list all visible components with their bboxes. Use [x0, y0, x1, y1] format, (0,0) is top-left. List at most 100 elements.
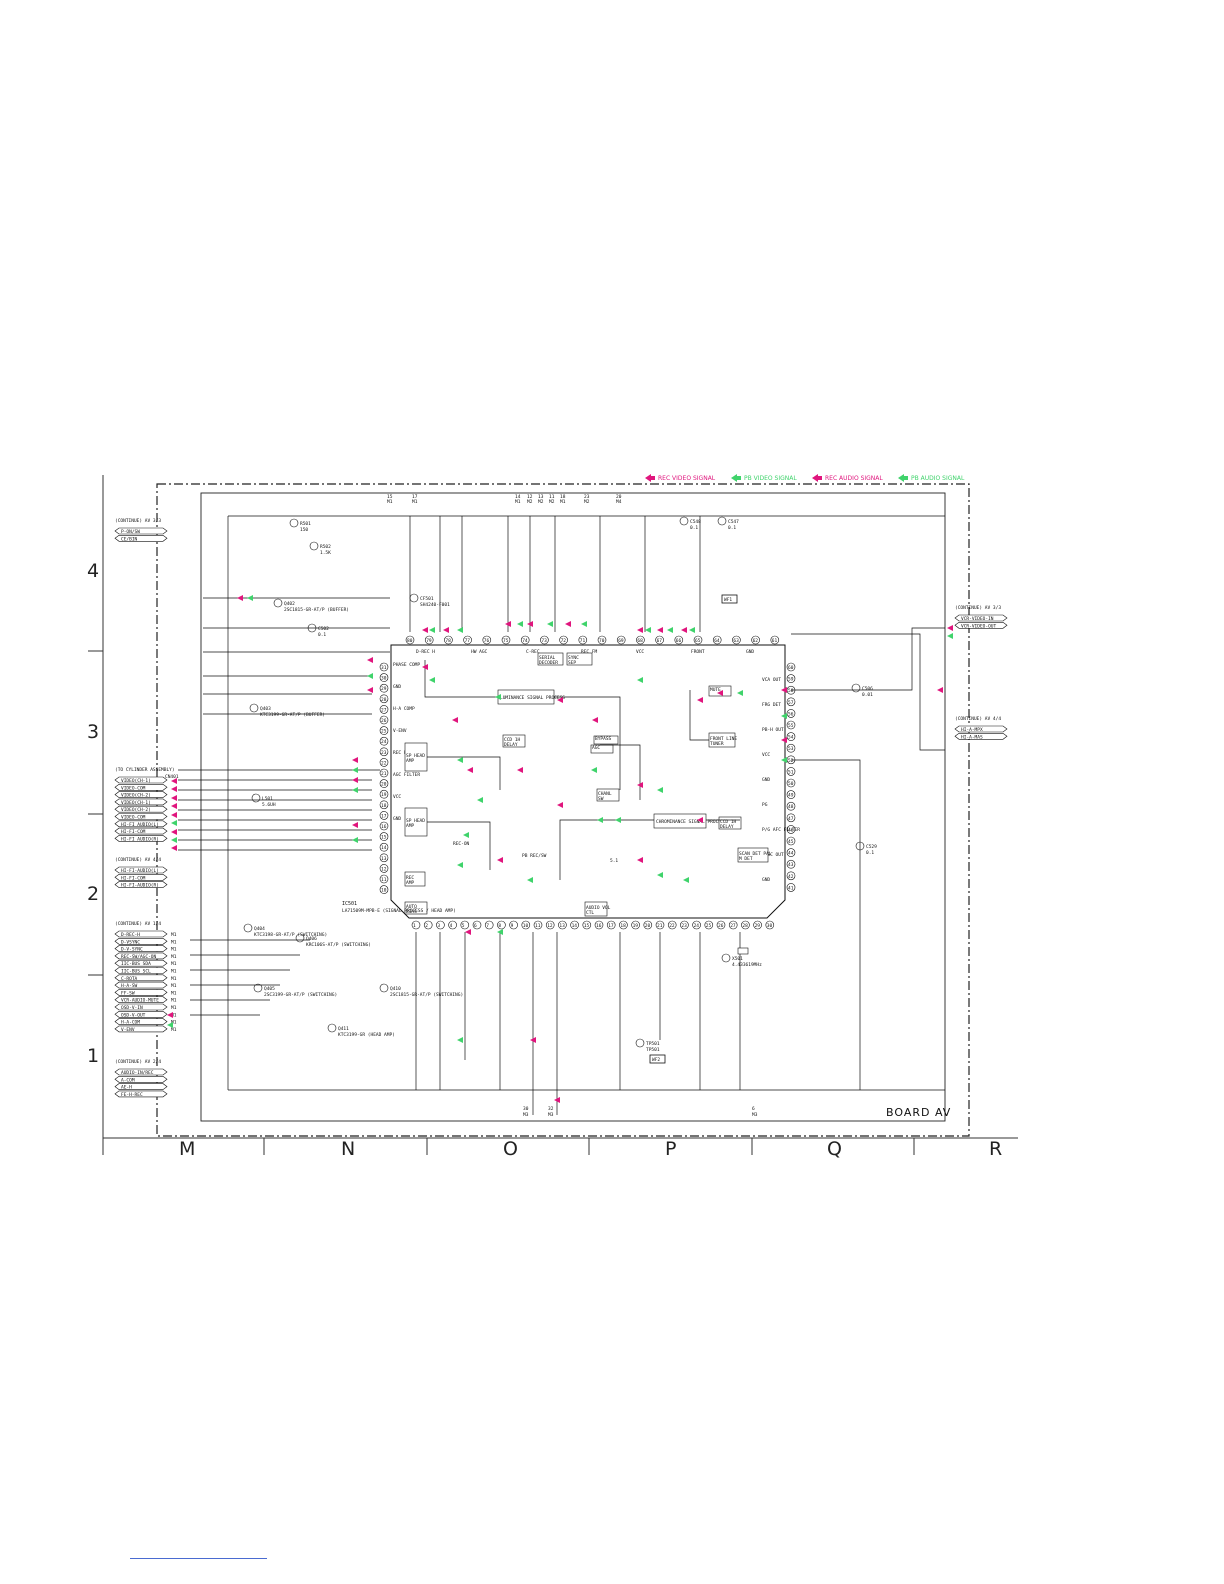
ic-pin-name: VCC [393, 794, 401, 800]
ic-pin-name: FRONT [691, 649, 705, 655]
component-symbol [717, 516, 727, 526]
ic-pin-name: REC FM [581, 649, 598, 655]
ic-block-label: AUDIO VOL [586, 905, 611, 911]
board-title: BOARD AV [886, 1106, 951, 1119]
ic-pin-number: 73 [541, 638, 547, 644]
ic-pin [379, 779, 389, 788]
left-connector-bottom-pin [114, 1090, 168, 1098]
ic-pin-number: 68 [637, 638, 643, 644]
rec-signal-arrow [557, 802, 563, 808]
pb-signal-arrow [352, 767, 358, 773]
ic-pin-number: 14 [381, 845, 387, 851]
ic-pin [606, 920, 616, 930]
ic-pin-number: 25 [381, 729, 387, 735]
ic-pin [482, 635, 492, 645]
grid-column-label: O [503, 1138, 518, 1160]
board-inner-border [200, 492, 946, 1122]
top-connector-ref: M4 [616, 499, 622, 505]
ic-pin-number: 62 [753, 638, 759, 644]
component-ref: L501 [262, 796, 273, 802]
ic-pin [655, 635, 664, 645]
rec-signal-arrow [171, 795, 177, 801]
ic-pin [786, 848, 796, 857]
rec-signal-arrow [557, 697, 563, 703]
ic-pin-number: 50 [788, 781, 794, 787]
ic-pin [379, 864, 389, 873]
pb-signal-arrow [737, 690, 743, 696]
ic-pin [786, 883, 796, 892]
ic-pin [704, 920, 714, 930]
left-connector-top-pin [114, 534, 168, 542]
control-connector-pin [114, 974, 168, 982]
component-ref: Q404 [254, 926, 265, 932]
rec-signal-arrow [171, 845, 177, 851]
grid-row-label: 4 [87, 560, 99, 582]
ic-pin [786, 743, 796, 753]
ic-pin-name: 2FSC OUT [762, 852, 784, 858]
ic-pin-number: 14 [572, 923, 578, 929]
ic-pin [655, 920, 665, 930]
rec-signal-arrow [637, 627, 643, 633]
ic-block-label: M DET [739, 856, 753, 862]
switch-label: REC-ON [453, 841, 470, 847]
pb-signal-arrow [581, 621, 587, 627]
top-connector-pin: 20 [616, 494, 622, 500]
rec-signal-arrow [697, 817, 703, 823]
ic-block-label: SERIAL [539, 655, 556, 661]
component-desc: 0.1 [728, 525, 736, 531]
ic-block-label: SYNC [568, 655, 579, 661]
pb-signal-arrow [637, 677, 643, 683]
ic-block-label: SCAN DET PAL [739, 851, 772, 857]
wire-segment [424, 660, 498, 698]
control-connector-pin-ref: M1 [171, 1027, 177, 1033]
ic-pin [616, 635, 626, 645]
control-connector-pin [114, 1010, 168, 1018]
control-connector-pin-ref: M1 [171, 939, 177, 945]
control-connector-pin-label: IIC-BUS SCL [121, 969, 151, 975]
legend-arrow-icon [812, 474, 822, 482]
component-desc: 5.6UH [262, 802, 276, 808]
rec-signal-arrow [367, 657, 373, 663]
ic-pin-number: 47 [788, 816, 794, 822]
cylinder-connector-pin-label: VIDEO(CH-1) [121, 800, 151, 806]
control-connector-pin [114, 930, 168, 938]
ic-pin [379, 874, 389, 884]
edge-connector-refs: 15M117M114M112M213M211M218M123M220M430M3… [387, 494, 758, 1118]
rec-signal-arrow [717, 690, 723, 696]
ic-block [653, 813, 707, 829]
left-connector-mid-pin [114, 873, 168, 881]
ic-pin-number: 70 [599, 638, 605, 644]
right-connector-bottom-pin [954, 732, 1008, 740]
rec-signal-arrow [443, 627, 449, 633]
ic-pin-number: 41 [788, 885, 794, 891]
rec-signal-arrow [554, 1097, 560, 1103]
ic-pin [540, 635, 549, 645]
component-desc: 2SC1815-GR-AT/P (BUFFER) [284, 607, 349, 613]
legend-label: PB AUDIO SIGNAL [911, 475, 965, 482]
ic-block [502, 734, 526, 748]
test-point-label: WF2 [652, 1057, 660, 1063]
cylinder-connector-pin [114, 791, 168, 798]
control-connector-pin-label: V-ENV [121, 1027, 135, 1033]
ic-pin-number: 13 [559, 923, 565, 929]
ic-block [593, 735, 619, 745]
rec-signal-arrow [467, 767, 473, 773]
grid-frame [88, 475, 1018, 1155]
ic-pin [463, 635, 472, 645]
ic-pin-number: 27 [381, 707, 387, 713]
legend-label: REC VIDEO SIGNAL [658, 475, 716, 482]
component-desc: 4.433619MHz [732, 962, 762, 968]
rec-signal-arrow [937, 687, 943, 693]
rec-signal-arrow [465, 929, 471, 935]
ic-pin [712, 635, 722, 645]
pb-signal-arrow [591, 767, 597, 773]
component-desc: 1.5K [320, 550, 331, 556]
cylinder-connector-header: (TO CYLINDER ASSEMBLY) [115, 767, 175, 773]
wire-segment [427, 821, 491, 870]
left-connector-bottom-pin-label: A-COM [121, 1077, 135, 1083]
ic-pin [379, 853, 389, 863]
ic-block-label: CHROMINANCE SIGNAL PROCESS [656, 819, 727, 825]
right-connector-bottom-pin-label: HI-A-MAS [961, 734, 983, 740]
footer-link-underline[interactable] [130, 1558, 267, 1559]
